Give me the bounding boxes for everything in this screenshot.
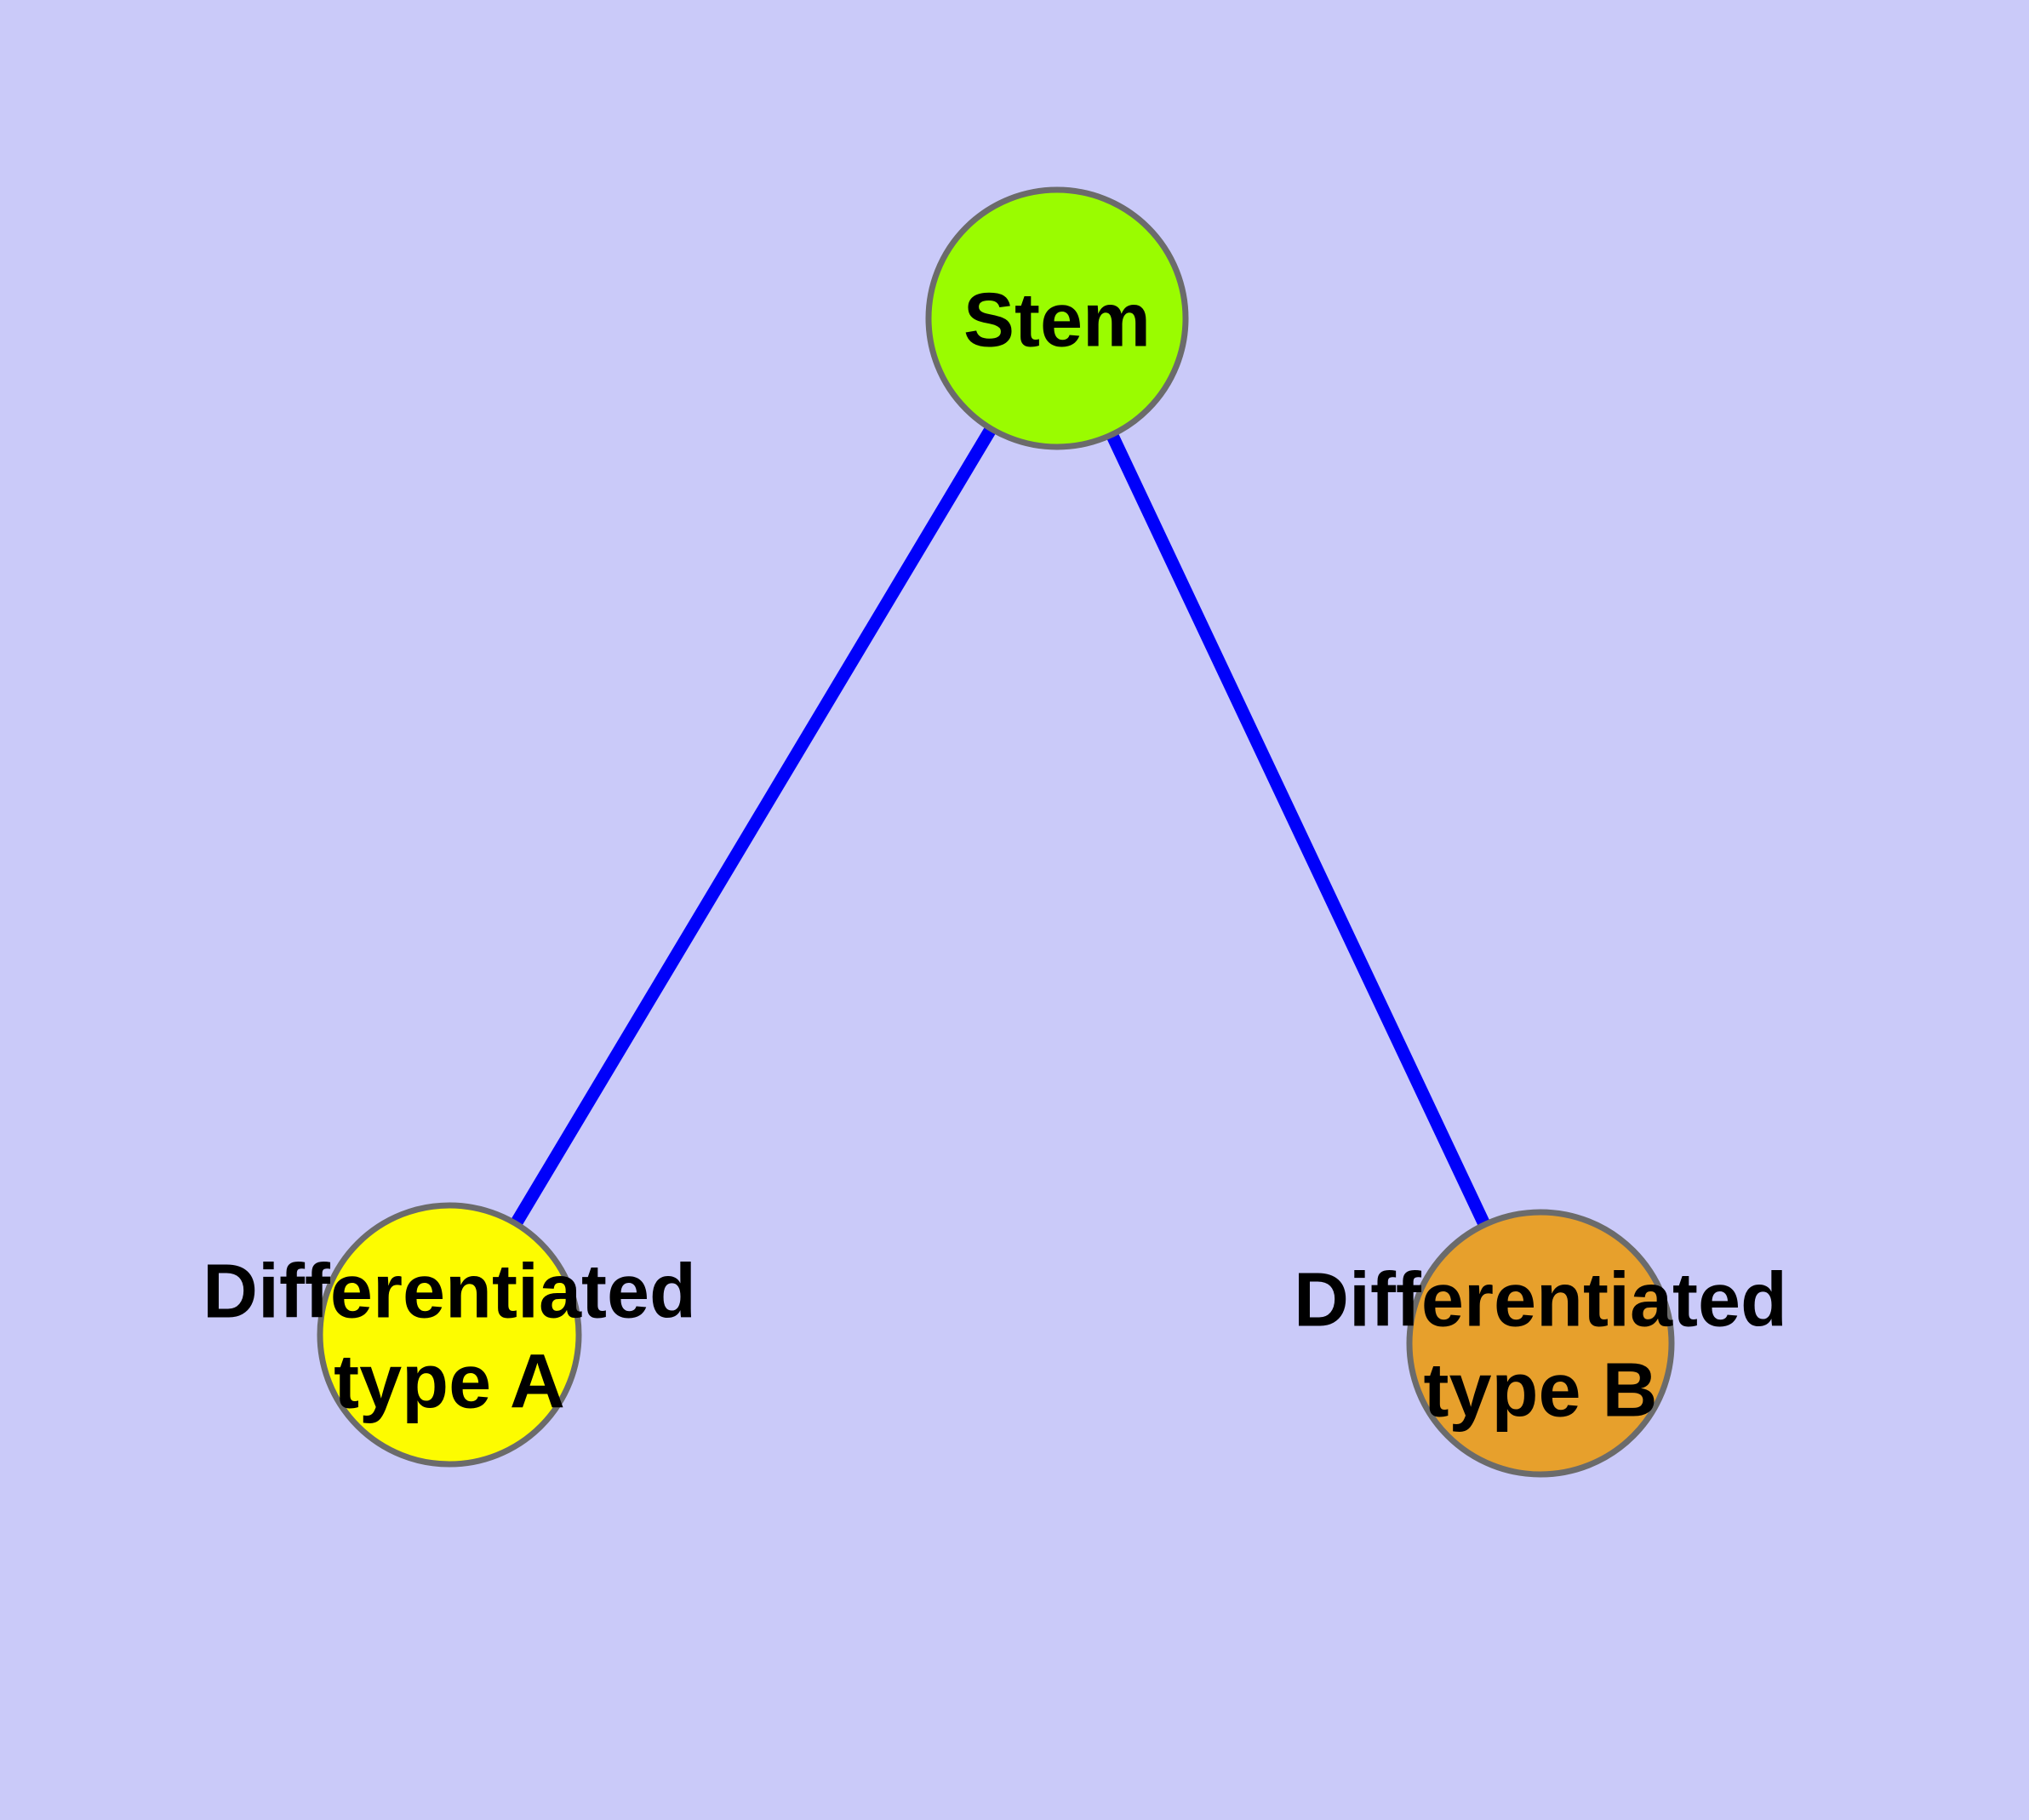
node-differentiated-type-a[interactable] xyxy=(317,1202,582,1468)
edge-stem-to-differentiated-type-a[interactable] xyxy=(443,315,1063,1338)
node-differentiated-type-b[interactable] xyxy=(1406,1209,1675,1478)
edges-layer xyxy=(443,315,1546,1347)
node-stem[interactable] xyxy=(925,186,1189,450)
edge-stem-to-differentiated-type-b[interactable] xyxy=(1051,315,1546,1347)
nodes-layer xyxy=(317,186,1675,1478)
